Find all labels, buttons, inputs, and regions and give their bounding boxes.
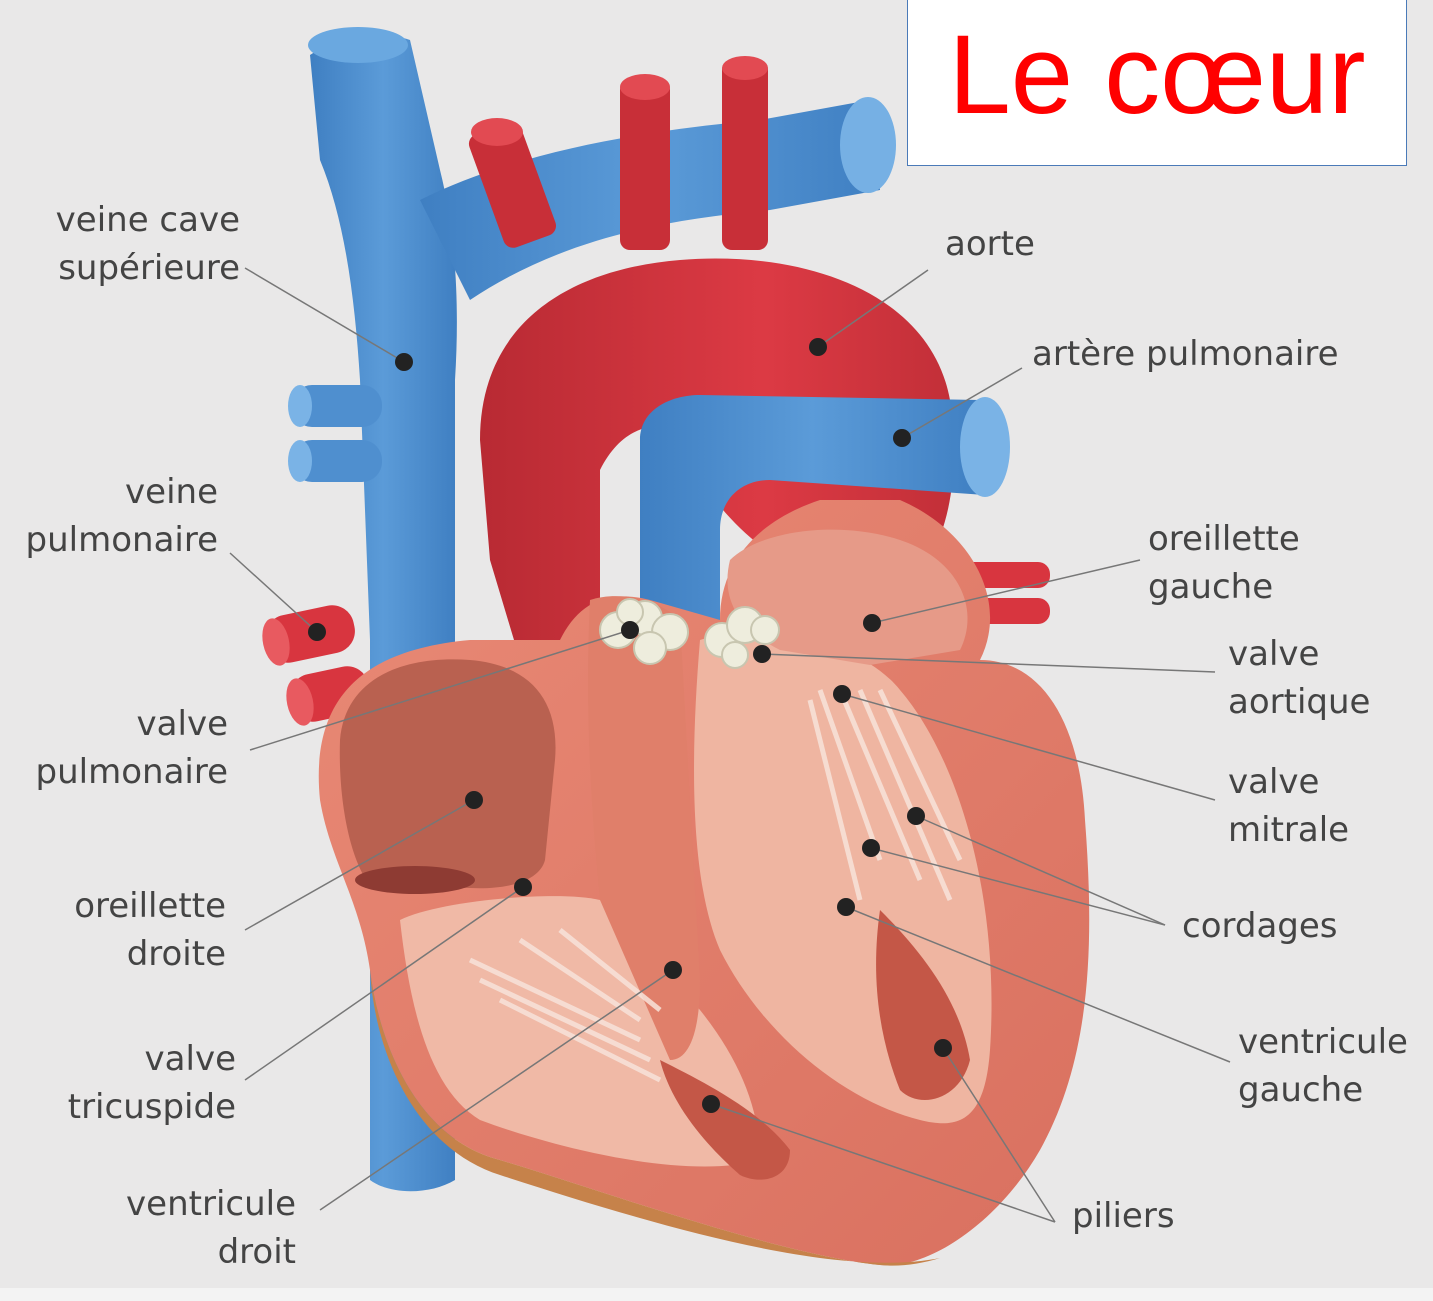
label-artere-pulmonaire: artère pulmonaire — [1032, 330, 1339, 378]
label-valve-tricuspide: valve tricuspide — [20, 1035, 236, 1131]
label-veine-cave-superieure: veine cave supérieure — [20, 196, 240, 292]
bottom-strip — [0, 1288, 1433, 1301]
page-title: Le cœur — [907, 0, 1407, 166]
label-ventricule-gauche: ventricule gauche — [1238, 1018, 1408, 1114]
label-valve-pulmonaire: valve pulmonaire — [0, 700, 228, 796]
label-valve-aortique: valve aortique — [1228, 630, 1370, 726]
label-ventricule-droit: ventricule droit — [60, 1180, 296, 1276]
label-oreillette-droite: oreillette droite — [20, 882, 226, 978]
label-cordages: cordages — [1182, 902, 1338, 950]
label-aorte: aorte — [945, 220, 1035, 268]
label-valve-mitrale: valve mitrale — [1228, 758, 1349, 854]
label-veine-pulmonaire: veine pulmonaire — [0, 468, 218, 564]
label-piliers: piliers — [1072, 1192, 1175, 1240]
label-oreillette-gauche: oreillette gauche — [1148, 515, 1300, 611]
